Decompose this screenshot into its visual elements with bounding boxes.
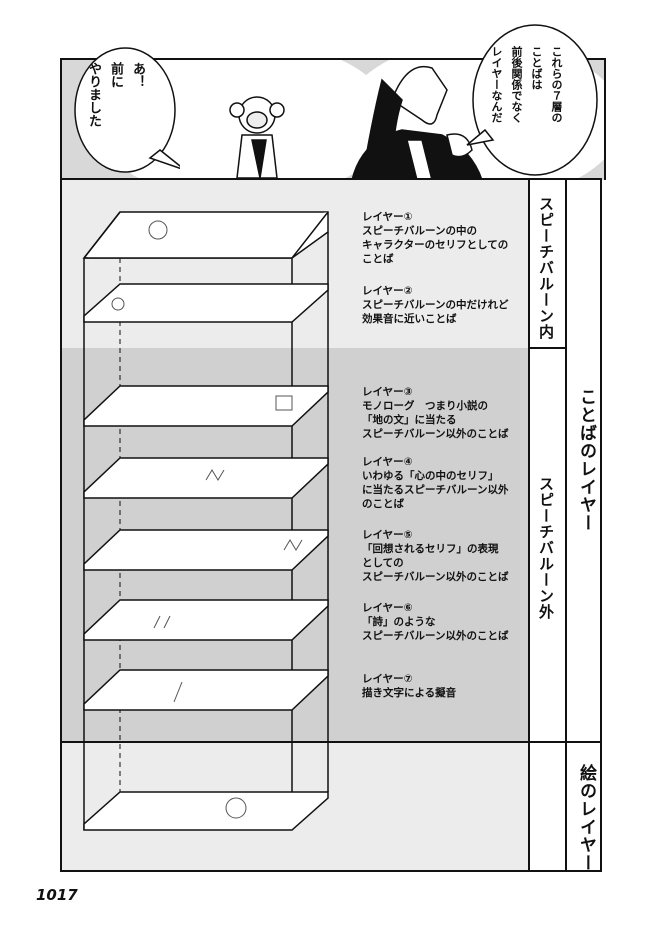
bubble-right-text: これらの７層の ことばは 前後関係でなく レイヤーなんだ — [490, 46, 563, 123]
layer-description-5: レイヤー⑤ 「回想されるセリフ」の表現 としての スピーチバルーン以外のことば — [362, 529, 509, 583]
layer-sheet-5 — [83, 529, 329, 571]
layer-sheet-picture — [83, 791, 329, 831]
layer-sheet-3 — [83, 385, 329, 427]
layer-description-1: レイヤー① スピーチバルーンの中の キャラクターのセリフとしての ことば — [362, 211, 509, 265]
layer-stack-diagram — [82, 211, 329, 831]
layer-sheet-4 — [83, 457, 329, 499]
speech-bubble-left — [74, 47, 180, 173]
layer-description-3: レイヤー③ モノローグ つまり小説の 「地の文」に当たる スピーチバルーン以外の… — [362, 386, 509, 440]
layer-sheet-7 — [83, 669, 329, 711]
horse-character — [351, 66, 483, 180]
row-divider-2 — [60, 741, 602, 743]
layer-description-4: レイヤー④ いわゆる「心の中のセリフ」 に当たるスピーチバルーン以外 のことば — [362, 456, 509, 510]
column-divider-2 — [565, 178, 567, 872]
layer-description-7: レイヤー⑦ 描き文字による擬音 — [362, 673, 457, 699]
label-outside-balloon: スピーチバルーン外 — [537, 476, 555, 620]
layer-sheet-6 — [83, 599, 329, 641]
layer-sheet-1 — [82, 211, 329, 830]
label-picture-layer: 絵のレイヤー — [576, 764, 596, 872]
bubble-left-text: あ！ 前に やりました — [86, 62, 145, 127]
layer-description-6: レイヤー⑥ 「詩」のような スピーチバルーン以外のことば — [362, 602, 509, 642]
label-word-layer: ことばのレイヤー — [576, 388, 596, 532]
label-inside-balloon: スピーチバルーン内 — [537, 196, 555, 340]
speech-bubble-right — [466, 24, 598, 176]
layer-sheet-2 — [83, 283, 329, 323]
row-divider-1 — [528, 347, 567, 349]
layer-description-2: レイヤー② スピーチバルーンの中だけれど 効果音に近いことば — [362, 285, 509, 325]
column-divider-1 — [528, 178, 530, 872]
diagram-frame — [60, 178, 602, 872]
page-number: 1017 — [36, 886, 78, 904]
